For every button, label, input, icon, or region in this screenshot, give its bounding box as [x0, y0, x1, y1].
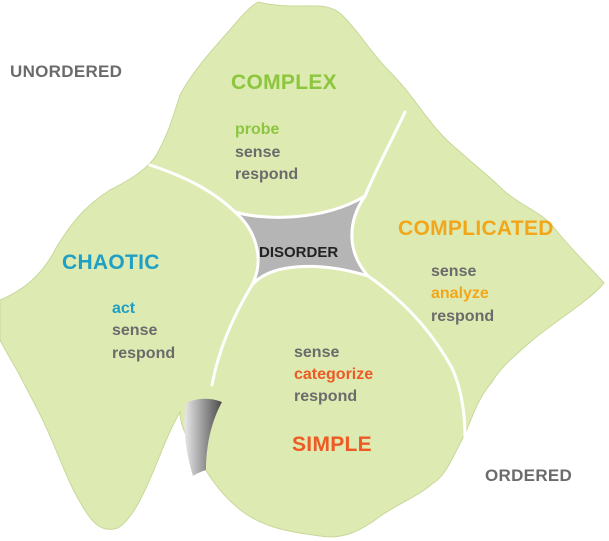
complex-step-respond: respond: [235, 166, 299, 183]
simple-title: SIMPLE: [292, 433, 372, 456]
boundary-complex-complicated: [363, 110, 407, 198]
boundary-complex-chaotic: [148, 163, 237, 214]
complicated-title: COMPLICATED: [398, 217, 554, 240]
chaotic-step-sense: sense: [112, 322, 158, 339]
simple-step-respond: respond: [294, 388, 358, 405]
disorder-title: DISORDER: [259, 244, 339, 261]
disorder-shape: [234, 194, 373, 287]
chaotic-step-act: act: [112, 300, 136, 317]
chaotic-step-respond: respond: [112, 345, 176, 362]
boundary-complicated-simple: [366, 274, 467, 440]
complex-step-sense: sense: [235, 144, 281, 161]
complicated-step-respond: respond: [431, 308, 495, 325]
domain-boundaries: [148, 110, 467, 440]
complex-step-probe: probe: [235, 121, 280, 138]
label-ordered: ORDERED: [485, 466, 573, 485]
boundary-chaotic-simple: [210, 283, 254, 387]
label-unordered: UNORDERED: [10, 62, 123, 81]
complex-title: COMPLEX: [231, 71, 337, 94]
chaotic-title: CHAOTIC: [62, 251, 160, 274]
simple-step-sense: sense: [294, 344, 340, 361]
complicated-step-analyze: analyze: [431, 285, 489, 302]
simple-step-categorize: categorize: [294, 366, 374, 383]
fold-shadow: [184, 398, 222, 476]
complicated-step-sense: sense: [431, 263, 477, 280]
